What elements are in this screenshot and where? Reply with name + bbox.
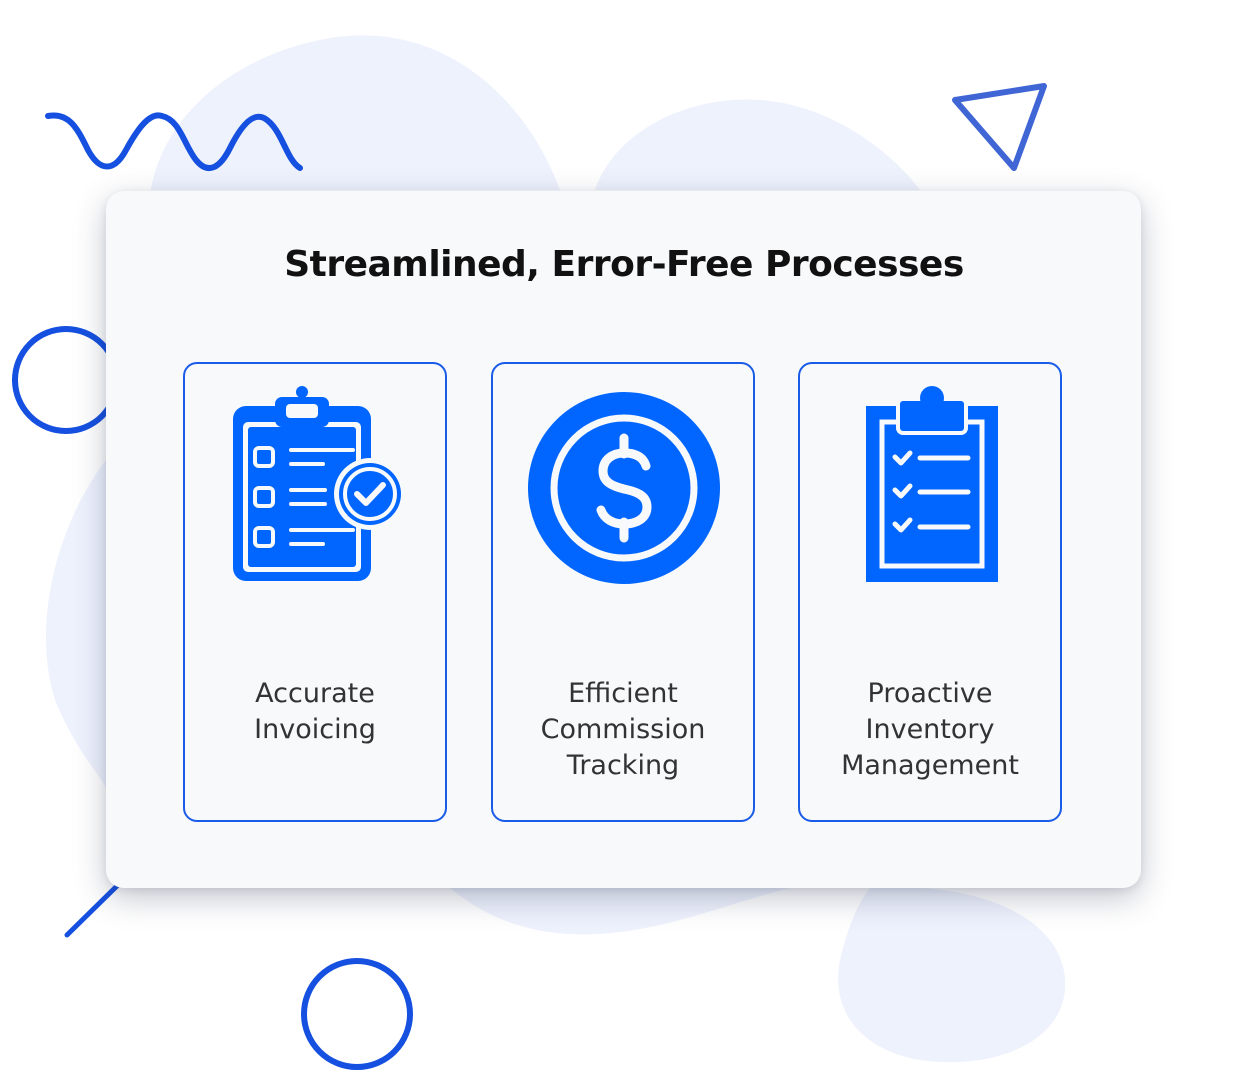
feature-card-proactive-inventory-management: Proactive Inventory Management [798, 362, 1062, 822]
background-blob [595, 99, 920, 190]
circle-outline-left [12, 326, 120, 434]
background-blob [838, 887, 1066, 1063]
clipboard-checklist-icon [866, 386, 998, 582]
feature-label: Proactive Inventory Management [841, 678, 1019, 781]
card-heading: Streamlined, Error-Free Processes [284, 244, 964, 285]
background-blob [150, 35, 560, 196]
dollar-coin-icon [528, 392, 720, 584]
triangle-outline [952, 83, 1047, 171]
feature-card-accurate-invoicing: Accurate Invoicing [183, 362, 447, 822]
background-blob [45, 460, 106, 790]
circle-outline-bottom [301, 958, 413, 1070]
clipboard-check-icon [233, 386, 406, 581]
background-blob [450, 888, 790, 935]
wave-squiggle [45, 112, 303, 172]
feature-card-efficient-commission-tracking: Efficient Commission Tracking [491, 362, 755, 822]
diagonal-line [64, 880, 123, 938]
feature-label: Efficient Commission Tracking [540, 678, 706, 781]
feature-label: Accurate Invoicing [254, 678, 376, 745]
